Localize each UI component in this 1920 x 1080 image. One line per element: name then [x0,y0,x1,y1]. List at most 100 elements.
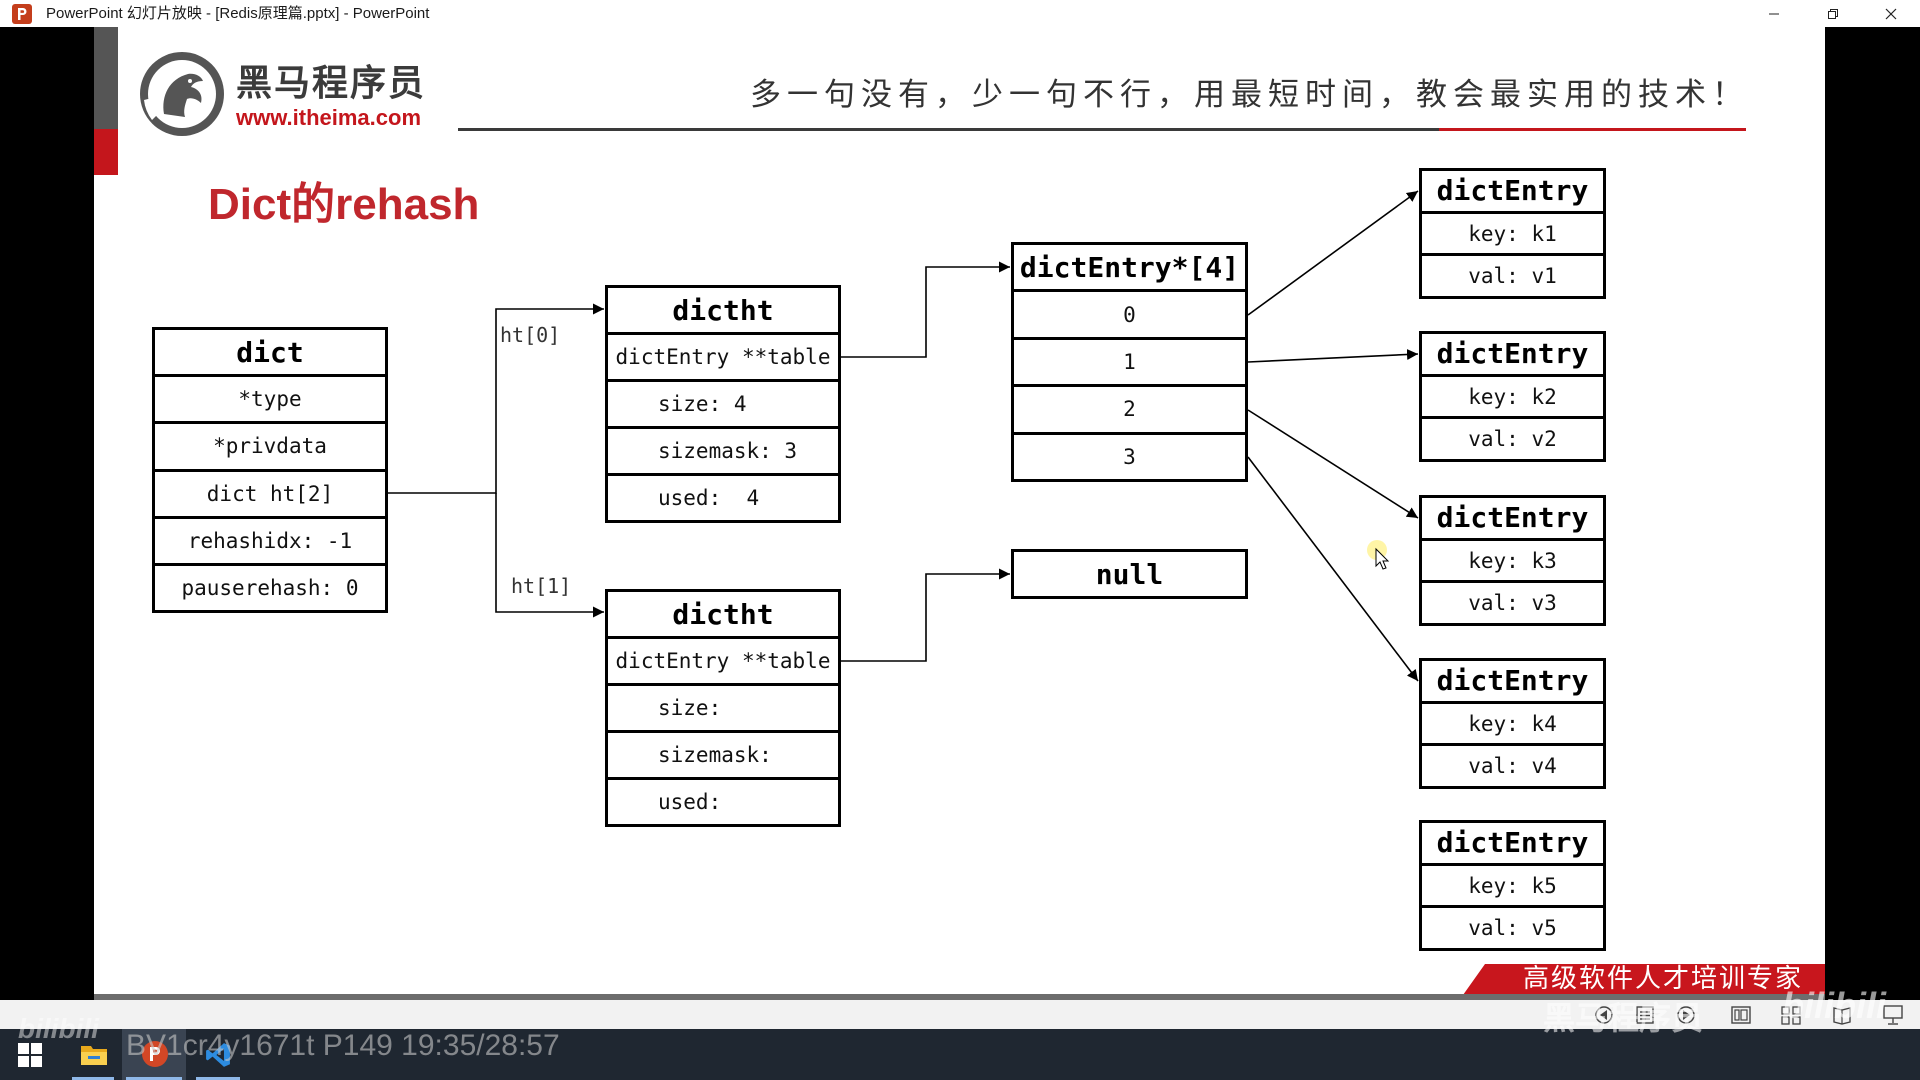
watermark-bilibili-right: bilibili [1782,985,1886,1026]
vscode-icon[interactable] [205,1042,231,1068]
entry-array-slot-0: 0 [1014,289,1245,336]
slogan-underline-accent [1439,128,1746,131]
dictht-ht1-table: dictEntry **table [608,636,838,683]
close-button[interactable] [1868,0,1914,27]
dictht-ht1-sizemask: sizemask: [608,730,838,777]
dict-field-privdata: *privdata [155,421,385,468]
itheima-horse-logo-icon [140,52,224,136]
statusbar-icons [1595,1005,1903,1025]
powerpoint-app-icon[interactable] [12,4,32,24]
connector-slot1-to-k2 [1247,349,1419,363]
null-label: null [1095,557,1164,591]
null-box: null [1011,549,1248,599]
dict-field-type: *type [155,374,385,421]
taskbar-vscode-indicator [196,1077,240,1080]
dict-entry-k5: dictEntry key: k5 val: v5 [1419,820,1606,951]
entry-array-slot-2: 2 [1014,384,1245,431]
dictht-ht1-box: dictht dictEntry **table size: sizemask:… [605,589,841,827]
dictht-ht0-table: dictEntry **table [608,332,838,379]
slide-corner-stripe-gray [94,27,118,129]
dictht-ht0-header: dictht [672,293,774,327]
watermark-itheima-text: 黑马程序员 [1543,999,1704,1037]
dict-entry-val: val: v2 [1422,416,1603,459]
reading-view-icon[interactable] [1833,1007,1851,1025]
dict-entry-k3: dictEntry key: k3 val: v3 [1419,495,1606,626]
menu-icon[interactable] [1636,1006,1654,1024]
entry-array-slot-1: 1 [1014,336,1245,384]
dict-entry-k4: dictEntry key: k4 val: v4 [1419,658,1606,789]
slide-sorter-icon[interactable] [1781,1006,1801,1025]
connector-slot0-to-k1 [1247,190,1419,316]
dict-entry-val: val: v3 [1422,580,1603,623]
connector-ht0-table-to-array [840,261,1010,358]
dict-entry-val: val: v1 [1422,253,1603,296]
dictht-ht0-sizemask: sizemask: 3 [608,426,838,473]
windows-taskbar [0,1029,1920,1080]
label-ht1: ht[1] [511,574,572,598]
connector-ht1-table-to-null [840,568,1010,662]
minimize-button[interactable] [1751,0,1797,27]
dictht-ht0-size: size: 4 [608,379,838,426]
logo-brand-name: 黑马程序员 [236,63,427,104]
window-titlebar [0,0,1920,27]
minimize-icon [1769,13,1779,14]
slideshow-icon[interactable] [1883,1005,1903,1025]
entry-array-slot-3: 3 [1014,431,1245,479]
dict-entry-header: dictEntry [1436,337,1589,371]
connector-slot3-to-k4 [1247,456,1419,682]
slide-corner-stripe-red [94,129,118,175]
dict-entry-key: key: k3 [1422,537,1603,581]
dict-struct-box: dict *type *privdata dict ht[2] rehashid… [152,327,388,613]
dict-field-ht: dict ht[2] [155,468,385,516]
dict-entry-key: key: k4 [1422,700,1603,744]
slogan-underline [458,128,1746,131]
dictht-ht1-size: size: [608,683,838,730]
video-info-overlay: BV1cr4y1671t P149 19:35/28:57 [126,1029,560,1062]
previous-slide-icon[interactable] [1595,1006,1613,1024]
dict-entry-k1: dictEntry key: k1 val: v1 [1419,168,1606,299]
powerpoint-icon[interactable] [141,1040,169,1068]
dict-entry-key: key: k2 [1422,373,1603,417]
dict-entry-val: val: v5 [1422,905,1603,948]
normal-view-icon[interactable] [1731,1006,1751,1024]
connector-slot2-to-k3 [1247,409,1419,519]
dict-entry-key: key: k1 [1422,210,1603,254]
entry-array-box: dictEntry*[4] 0 1 2 3 [1011,242,1248,482]
next-slide-icon[interactable] [1677,1006,1695,1024]
slideshow-statusbar [0,1000,1920,1029]
dictht-ht1-header: dictht [672,597,774,631]
taskbar-powerpoint-indicator [126,1077,182,1080]
dictht-ht1-used: used: [608,777,838,824]
restore-button[interactable] [1810,0,1856,27]
restore-icon [1828,8,1838,19]
windows-start-icon[interactable] [18,1043,42,1067]
slide-footer-banner [1463,964,1825,995]
dict-field-rehashidx: rehashidx: -1 [155,515,385,563]
dict-entry-key: key: k5 [1422,862,1603,906]
file-explorer-icon[interactable] [80,1043,108,1067]
taskbar-explorer-indicator [72,1077,114,1080]
mouse-cursor-icon [1367,540,1390,570]
dict-entry-header: dictEntry [1436,664,1589,698]
connector-dict-to-ht0 [387,303,604,494]
dictht-ht0-used: used: 4 [608,473,838,520]
connector-dict-to-ht1 [495,493,604,618]
window-title: PowerPoint 幻灯片放映 - [Redis原理篇.pptx] - Pow… [46,5,430,22]
entry-array-header: dictEntry*[4] [1019,250,1240,284]
logo-url: www.itheima.com [236,105,422,130]
dict-entry-val: val: v4 [1422,743,1603,786]
label-ht0: ht[0] [500,323,561,347]
dict-entry-header: dictEntry [1436,501,1589,535]
dict-field-pauserehash: pauserehash: 0 [155,562,385,610]
slide-slogan: 多一句没有，少一句不行，用最短时间，教会最实用的技术！ [750,77,1749,113]
dict-entry-header: dictEntry [1436,826,1589,860]
slide-footer-banner-text: 高级软件人才培训专家 [1523,964,1804,994]
dict-entry-header: dictEntry [1436,174,1589,208]
dictht-ht0-box: dictht dictEntry **table size: 4 sizemas… [605,285,841,523]
watermark-bilibili-left: bilibili [18,1013,99,1044]
slide-bottom-band [94,994,1825,1000]
dict-header: dict [236,335,304,369]
slide-title: Dict的rehash [208,180,480,229]
close-icon [1885,8,1897,19]
